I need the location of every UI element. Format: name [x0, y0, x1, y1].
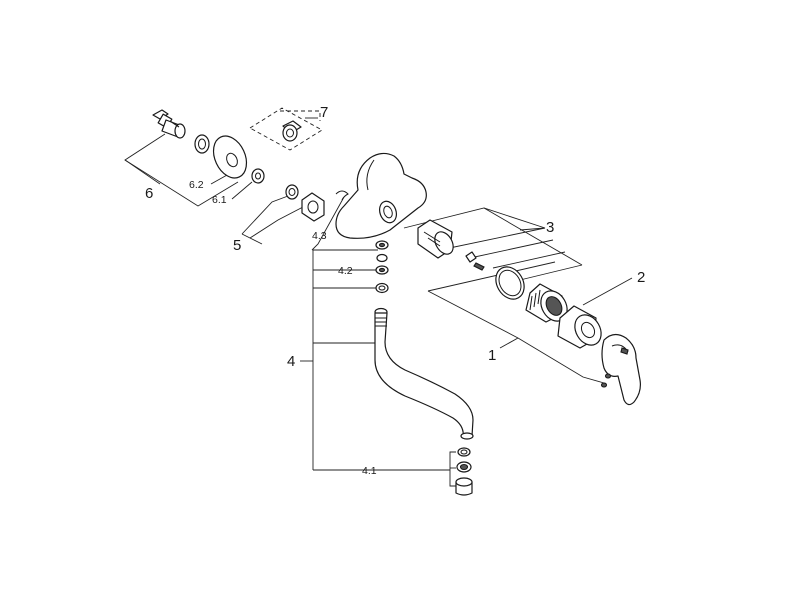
- part-3-bonnet: [525, 283, 568, 323]
- leader-3-d: [519, 264, 583, 281]
- label-6-1: 6.1: [212, 194, 227, 206]
- leader-4-3: [311, 196, 345, 251]
- part-2-sleeve: [557, 305, 602, 349]
- part-5-adapter: [285, 184, 299, 200]
- leader-7-box: [280, 110, 321, 121]
- spout-washers: [375, 240, 389, 294]
- part-1-lever-handle: [601, 333, 641, 406]
- label-3: 3: [546, 219, 554, 236]
- part-6-1-washer: [251, 168, 265, 184]
- leader-3: [403, 207, 546, 231]
- leader-5: [249, 206, 304, 239]
- leader-6-1: [231, 181, 253, 200]
- leader-4-1-bracket: [449, 451, 456, 487]
- label-4: 4: [287, 353, 295, 370]
- label-7: 7: [320, 104, 328, 121]
- leader-3-e: [483, 207, 583, 266]
- label-2: 2: [637, 269, 645, 286]
- leader-lines: [124, 107, 633, 487]
- mixer-body: [335, 152, 427, 239]
- leader-1: [427, 290, 605, 384]
- part-4-3-clip: [335, 190, 349, 201]
- part-1-screws: [600, 373, 612, 388]
- leader-2: [582, 277, 633, 306]
- part-3-o-ring: [495, 266, 525, 300]
- part-6-connector: [152, 109, 186, 139]
- leader-1-top: [427, 261, 556, 292]
- part-7-sleeve: [282, 120, 302, 142]
- leader-3-b: [469, 239, 554, 259]
- label-1: 1: [488, 347, 496, 364]
- leader-3-a: [439, 227, 546, 251]
- part-6-nut: [194, 134, 210, 154]
- part-7-dashed-frame: [249, 107, 323, 151]
- label-4-1: 4.1: [362, 465, 377, 477]
- part-3-stem: [465, 251, 485, 271]
- part-6-2-rosette: [212, 135, 248, 179]
- label-6: 6: [145, 185, 153, 202]
- part-labels: 7 6 6.2 6.1 5 4.3 4.2 4 4.1 3 2 1: [145, 104, 645, 477]
- label-6-2: 6.2: [189, 179, 204, 191]
- leader-6: [124, 133, 166, 185]
- label-5: 5: [233, 237, 241, 254]
- part-3-cartridge: [417, 219, 454, 259]
- part-5-union-nut: [301, 192, 325, 222]
- leader-5c: [241, 233, 263, 245]
- label-4-3: 4.3: [312, 230, 327, 242]
- part-4-1-aerator: [455, 447, 473, 496]
- leader-6b: [124, 159, 239, 207]
- label-4-2: 4.2: [338, 265, 353, 277]
- leader-3-c: [492, 251, 566, 269]
- part-4-spout: [374, 307, 474, 440]
- leader-5b: [241, 195, 289, 235]
- leader-1-label: [499, 337, 519, 349]
